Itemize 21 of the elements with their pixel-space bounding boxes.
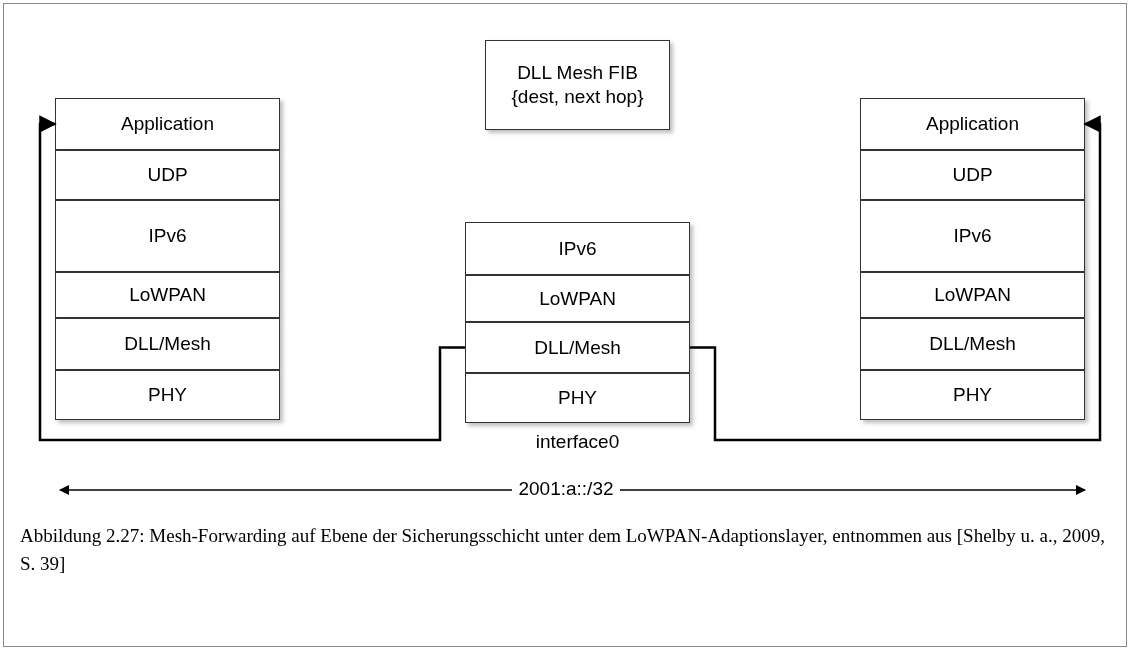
protocol-layer: PHY xyxy=(860,370,1085,420)
connector-arrow xyxy=(690,115,1102,442)
protocol-layer: Application xyxy=(860,98,1085,150)
protocol-layer: UDP xyxy=(860,150,1085,200)
interface-label: interface0 xyxy=(534,431,621,453)
protocol-layer: LoWPAN xyxy=(55,272,280,318)
figure-caption: Abbildung 2.27: Mesh-Forwarding auf Ebene der Sicherungsschicht unter dem LoWPAN-Adaptionslayer, entnommen aus [Shelby u. a., 2009, S. 39] xyxy=(20,524,1107,576)
protocol-layer: UDP xyxy=(55,150,280,200)
protocol-layer: PHY xyxy=(55,370,280,420)
protocol-layer: LoWPAN xyxy=(465,275,690,322)
protocol-layer: IPv6 xyxy=(860,200,1085,272)
protocol-layer: PHY xyxy=(465,373,690,423)
connector-arrow xyxy=(38,115,465,442)
protocol-layer: LoWPAN xyxy=(860,272,1085,318)
table-box: DLL Mesh FIB {dest, next hop} xyxy=(485,40,670,130)
protocol-layer: DLL/Mesh xyxy=(465,322,690,373)
protocol-layer: Application xyxy=(55,98,280,150)
protocol-layer: DLL/Mesh xyxy=(55,318,280,370)
protocol-layer: IPv6 xyxy=(55,200,280,272)
protocol-layer: IPv6 xyxy=(465,222,690,275)
protocol-layer: DLL/Mesh xyxy=(860,318,1085,370)
